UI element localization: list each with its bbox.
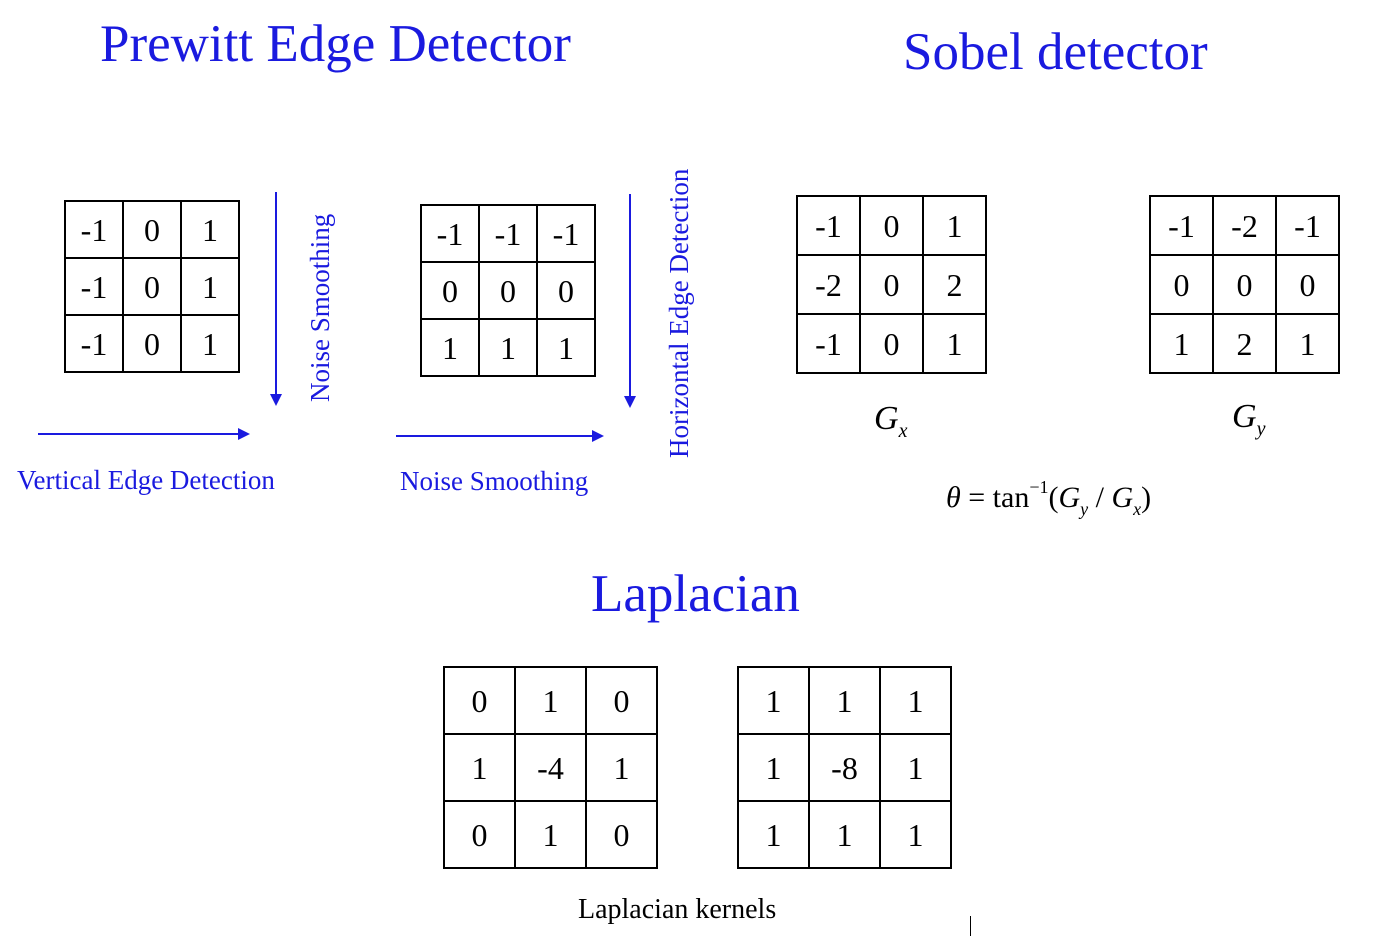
kernel-cell: 0 [859, 254, 924, 315]
kernel-cell: 1 [514, 800, 587, 869]
kernel-cell: 2 [1212, 313, 1277, 374]
kernel-cell: 0 [536, 261, 596, 320]
gy-label: Gy [1232, 398, 1266, 440]
kernel-cell: 0 [420, 261, 480, 320]
kernel-cell: 0 [585, 666, 658, 735]
kernel-cell: 1 [737, 733, 810, 802]
noise-smoothing-arrow-down [270, 192, 282, 406]
kernel-cell: 0 [859, 313, 924, 374]
noise-smoothing-label-vertical: Noise Smoothing [305, 213, 335, 402]
kernel-cell: -1 [64, 257, 124, 316]
kernel-cell: 1 [808, 800, 881, 869]
kernel-cell: -1 [64, 314, 124, 373]
kernel-row: -1-2-1 [1149, 195, 1340, 256]
kernel-cell: -4 [514, 733, 587, 802]
kernel-cell: 1 [922, 313, 987, 374]
kernel-cell: 1 [585, 733, 658, 802]
vertical-edge-arrow-right [38, 428, 250, 440]
kernel-cell: 0 [859, 195, 924, 256]
kernel-cell: -2 [796, 254, 861, 315]
kernel-cell: 1 [180, 200, 240, 259]
kernel-cell: -1 [796, 195, 861, 256]
sobel-title: Sobel detector [903, 23, 1208, 81]
kernel-cell: -1 [420, 204, 480, 263]
kernel-cell: 1 [879, 666, 952, 735]
kernel-cell: 0 [122, 314, 182, 373]
kernel-cell: 1 [180, 257, 240, 316]
kernel-cell: 1 [180, 314, 240, 373]
kernel-cell: 1 [879, 800, 952, 869]
kernel-cell: 0 [443, 666, 516, 735]
kernel-cell: 1 [737, 666, 810, 735]
kernel-cell: -1 [536, 204, 596, 263]
kernel-cell: 1 [879, 733, 952, 802]
horizontal-edge-detection-label: Horizontal Edge Detection [664, 168, 694, 458]
kernel-cell: -1 [1149, 195, 1214, 256]
kernel-cell: -1 [1275, 195, 1340, 256]
kernel-cell: 1 [808, 666, 881, 735]
noise-smoothing-label-horizontal: Noise Smoothing [400, 466, 589, 496]
kernel-cell: 1 [737, 800, 810, 869]
kernel-cell: 1 [1149, 313, 1214, 374]
prewitt-title: Prewitt Edge Detector [100, 15, 571, 73]
gx-label: Gx [874, 400, 908, 442]
kernel-cell: 1 [536, 318, 596, 377]
kernel-cell: -1 [64, 200, 124, 259]
kernel-cell: -2 [1212, 195, 1277, 256]
text-cursor [970, 916, 971, 936]
kernel-cell: -8 [808, 733, 881, 802]
noise-smoothing-arrow-right [396, 430, 604, 442]
kernel-cell: 0 [122, 200, 182, 259]
kernel-cell: 0 [478, 261, 538, 320]
kernel-cell: 1 [922, 195, 987, 256]
kernel-cell: 1 [443, 733, 516, 802]
kernel-cell: 1 [420, 318, 480, 377]
kernel-cell: -1 [796, 313, 861, 374]
laplacian-caption: Laplacian kernels [578, 894, 777, 925]
kernel-cell: 0 [1212, 254, 1277, 315]
vertical-edge-detection-label: Vertical Edge Detection [17, 465, 275, 495]
kernel-cell: 2 [922, 254, 987, 315]
kernel-cell: 0 [1149, 254, 1214, 315]
kernel-cell: -1 [478, 204, 538, 263]
kernel-cell: 0 [585, 800, 658, 869]
kernel-row: -1-1-1 [420, 204, 596, 263]
kernel-cell: 1 [478, 318, 538, 377]
kernel-cell: 1 [514, 666, 587, 735]
kernel-cell: 0 [122, 257, 182, 316]
orientation-formula: θ = tan−1(Gy / Gx) [946, 477, 1152, 519]
laplacian-title: Laplacian [591, 565, 800, 623]
kernel-cell: 0 [1275, 254, 1340, 315]
kernel-cell: 1 [1275, 313, 1340, 374]
kernel-cell: 0 [443, 800, 516, 869]
horizontal-edge-arrow-down [624, 194, 636, 408]
